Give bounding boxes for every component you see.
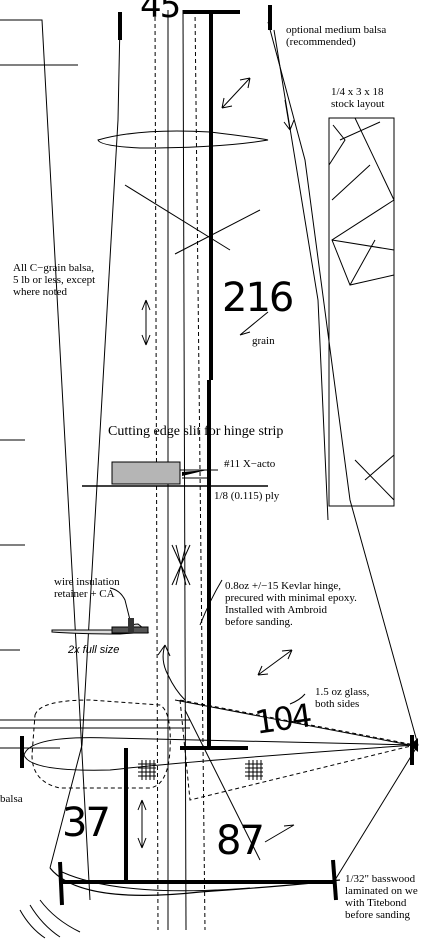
bottom-curve-inner xyxy=(61,871,251,892)
double-arrows xyxy=(137,77,295,849)
note-glass: 1.5 oz glass, both sides xyxy=(315,686,370,710)
handwritten-37: 37 xyxy=(62,800,111,846)
handwritten-216: 216 xyxy=(222,275,294,321)
note-stock-layout: 1/4 x 3 x 18 stock layout xyxy=(331,86,385,110)
hatch-right xyxy=(245,760,263,780)
note-full-size: 2x full size xyxy=(68,644,120,656)
stock-layout-box xyxy=(328,117,395,507)
note-kevlar-hinge: 0.8oz +/−15 Kevlar hinge, precured with … xyxy=(225,580,357,628)
note-grain: grain xyxy=(252,335,275,347)
rudder-outline-left xyxy=(49,21,121,869)
note-all-c-grain: All C−grain balsa, 5 lb or less, except … xyxy=(13,262,96,298)
dashed-airfoil-box xyxy=(31,699,171,789)
hatch-left xyxy=(138,760,156,780)
note-wire-insulation: wire insulation retainer + CA xyxy=(54,576,120,600)
handwritten-top: 45 xyxy=(140,0,181,26)
upper-airfoil xyxy=(97,130,269,149)
note-xacto: #11 X−acto xyxy=(224,458,276,470)
bottom-curve-lower xyxy=(19,899,81,939)
handwritten-87: 87 xyxy=(216,818,265,864)
note-basswood: 1/32" basswood laminated on we with Tite… xyxy=(345,873,418,921)
note-ply: 1/8 (0.115) ply xyxy=(214,490,280,502)
note-balsa: balsa xyxy=(0,793,23,805)
handwritten-104: 104 xyxy=(252,696,313,742)
note-optional-balsa: optional medium balsa (recommended) xyxy=(286,24,387,48)
rudder-outline-right xyxy=(267,21,419,881)
hatch-mid xyxy=(171,544,191,586)
note-cutting-edge: Cutting edge slit for hinge strip xyxy=(108,424,284,439)
